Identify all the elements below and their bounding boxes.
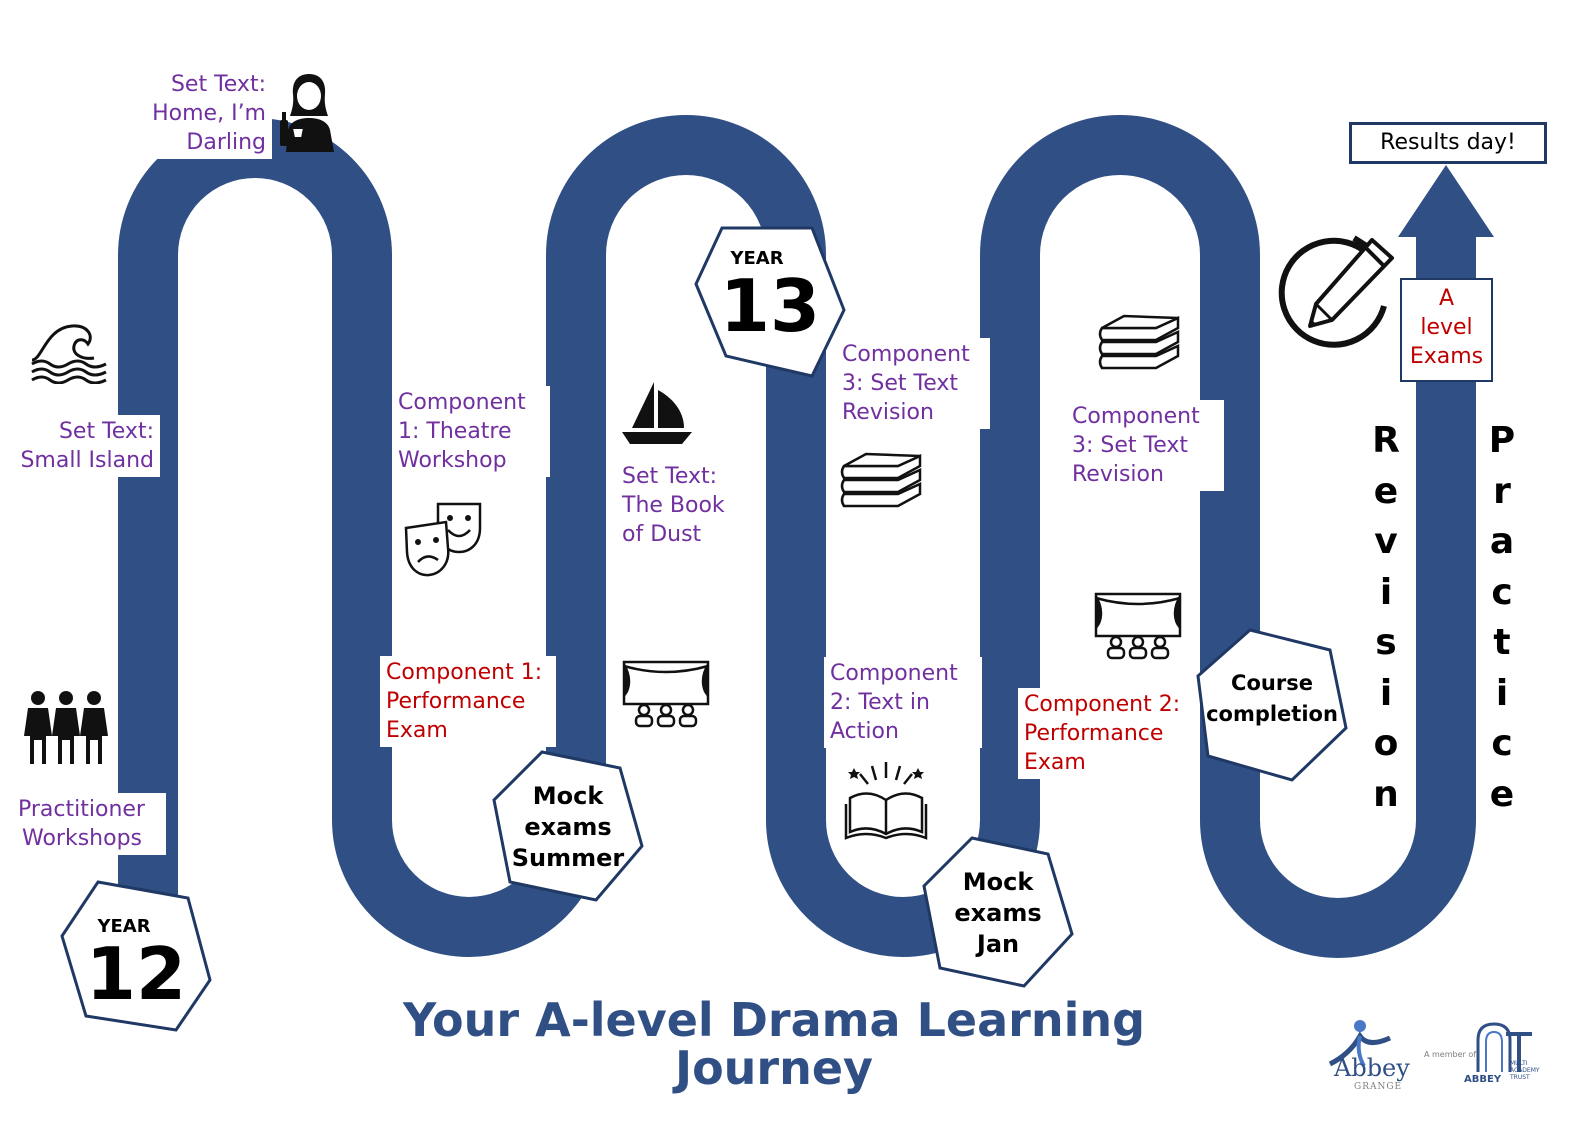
label-component1-workshop: Component 1: Theatre Workshop [392, 386, 550, 477]
label-component2-text: Component 2: Text in Action [824, 657, 982, 748]
results-day-box: Results day! [1349, 122, 1547, 164]
page-subtitle: Journey [674, 1041, 874, 1095]
sailboat-icon [622, 382, 692, 444]
year12-badge: YEAR 12 [58, 876, 214, 1036]
label-component2-exam: Component 2: Performance Exam [1018, 688, 1196, 779]
year13-word: YEAR [730, 248, 784, 269]
practice-vertical: P r a c t i c e [1482, 416, 1522, 820]
mock-exams-summer: Mock exams Summer [490, 748, 646, 906]
page-title: Your A-level Drama Learning [402, 993, 1146, 1047]
arch-icon [1476, 1022, 1532, 1072]
course-completion: Course completion [1194, 626, 1350, 784]
hexagon-shape [492, 750, 644, 902]
label-small-island: Set Text: Small Island [14, 415, 160, 477]
theatre-masks-icon [404, 502, 482, 577]
dancer-icon [1328, 1020, 1392, 1067]
label-home-darling: Set Text: Home, I’m Darling [138, 68, 272, 159]
label-practitioner-workshops: Practitioner Workshops [12, 793, 166, 855]
year12-number: 12 [85, 932, 187, 1016]
hexagon-shape [694, 226, 846, 378]
wave-icon [31, 324, 107, 384]
people-icon [24, 691, 108, 764]
hexagon-shape [60, 880, 212, 1032]
label-component3-revision-a: Component 3: Set Text Revision [836, 338, 990, 429]
member-of-text: A member of [1424, 1050, 1477, 1059]
books-icon [840, 452, 922, 508]
refresh-pencil-icon [1278, 235, 1394, 348]
hexagon-shape [922, 836, 1074, 988]
year12-word: YEAR [97, 916, 151, 937]
mock-exams-jan: Mock exams Jan [920, 834, 1076, 992]
label-component3-revision-b: Component 3: Set Text Revision [1066, 400, 1224, 491]
a-level-exams-box: A level Exams [1400, 278, 1493, 382]
hexagon-shape [1196, 628, 1348, 782]
year13-number: 13 [719, 264, 821, 348]
label-component1-exam: Component 1: Performance Exam [380, 656, 556, 747]
revision-vertical: R e v i s i o n [1366, 416, 1406, 820]
books-icon [1098, 314, 1180, 370]
road-arrow-head [1398, 165, 1494, 237]
open-book-icon [844, 762, 928, 840]
stage-icon [1094, 592, 1182, 660]
abbey-grange-logo: Abbey GRANGE [1320, 1018, 1412, 1094]
year13-badge: YEAR 13 [692, 222, 848, 382]
abbey-trust-logo: ABBEY MULTI ACADEMY TRUST [1464, 1020, 1548, 1090]
woman-icon [280, 74, 334, 152]
stage-icon [622, 660, 710, 728]
road-path [118, 115, 1476, 958]
label-book-of-dust: Set Text: The Book of Dust [616, 460, 746, 551]
